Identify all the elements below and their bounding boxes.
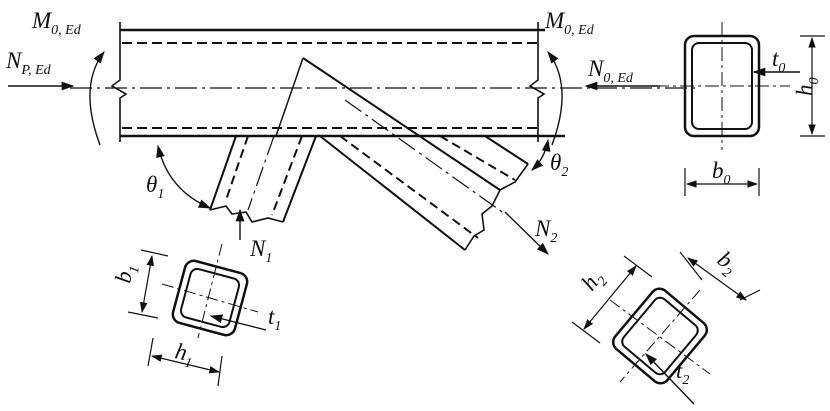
label-h0: h0: [792, 78, 822, 97]
label-theta2: θ2: [550, 150, 568, 180]
brace-1: [209, 57, 317, 223]
label-b2: b2: [710, 246, 743, 281]
section-0: [655, 22, 825, 196]
label-h2: h2: [576, 265, 611, 298]
label-m0-right: M0, Ed: [544, 8, 595, 38]
section-2: [571, 251, 761, 405]
label-m0-left: M0, Ed: [31, 8, 82, 38]
brace-2: [302, 57, 529, 251]
label-t0: t0: [772, 46, 785, 76]
label-t2: t2: [676, 358, 689, 388]
section-1: [127, 243, 267, 387]
labels: M0, Ed M0, Ed NP, Ed N0, Ed t0 h0 b0 θ1 …: [5, 8, 822, 388]
loads: [8, 50, 660, 255]
label-n0: N0, Ed: [587, 56, 634, 86]
label-t1: t1: [268, 304, 281, 334]
label-n1: N1: [249, 236, 272, 266]
label-h1: h1: [172, 338, 196, 371]
label-b1: b1: [110, 262, 143, 285]
label-b0: b0: [712, 158, 731, 188]
label-np: NP, Ed: [5, 48, 52, 78]
label-n2: N2: [534, 216, 557, 246]
label-theta1: θ1: [146, 172, 164, 202]
